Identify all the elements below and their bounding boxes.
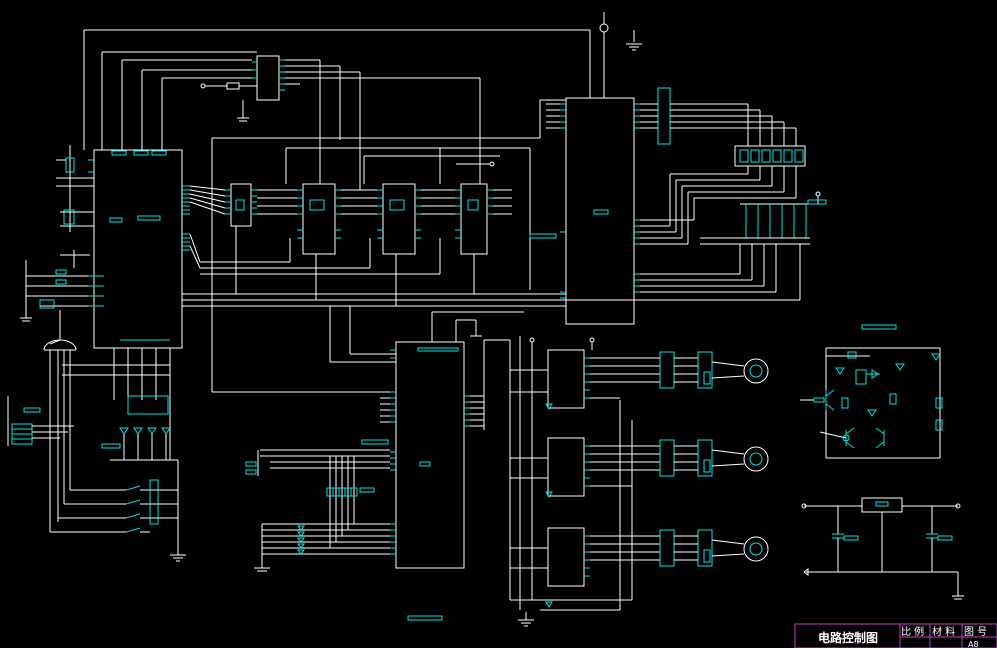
capacitor-icon [832, 533, 938, 572]
motor-connector-1 [659, 351, 745, 389]
motor-driver-ic-1 [545, 349, 660, 410]
left-dip-header [7, 396, 74, 446]
motor-icon [743, 536, 769, 562]
main-mcu [88, 149, 190, 349]
display-driver-ic [546, 97, 640, 325]
component-labels [23, 199, 953, 621]
power-switch-stage [800, 347, 943, 459]
connector-icon [43, 310, 77, 532]
secondary-mcu [380, 311, 524, 569]
data-bus [182, 99, 566, 393]
motor-connector-3 [659, 529, 745, 567]
drawing-no-label: 图 号 [964, 626, 987, 638]
motor-connector-2 [659, 439, 745, 477]
keypad-matrix [245, 449, 390, 572]
material-label: 材 料 [932, 625, 955, 638]
left-input-network [20, 145, 94, 322]
scale-label: 比 例 [901, 625, 924, 638]
diode-array [62, 348, 178, 461]
top-header-ic [101, 51, 481, 190]
latch-ic-3 [377, 183, 421, 255]
ground-icon [626, 43, 642, 51]
latch-ic-2 [297, 183, 341, 255]
title-block: 电路控制图 比 例 材 料 图 号 A8 [794, 623, 997, 648]
voltage-regulator [801, 497, 964, 600]
digit-driver-transistors [566, 191, 821, 301]
motor-driver-ic-2 [545, 437, 660, 498]
display-connector [640, 87, 797, 146]
switch-icon [50, 460, 186, 562]
seven-segment-display-icon [640, 145, 806, 245]
latch-ic-4 [455, 183, 493, 255]
drawing-title: 电路控制图 [818, 630, 878, 645]
motor-icon [743, 446, 769, 472]
motor-driver-bus [509, 336, 633, 627]
transistor-icon [842, 434, 850, 442]
sheet-size: A8 [968, 640, 979, 648]
latch-ic-1 [225, 183, 257, 227]
motor-driver-ic-3 [545, 527, 660, 608]
top-power-rail [83, 12, 635, 150]
motor-icon [743, 358, 769, 384]
